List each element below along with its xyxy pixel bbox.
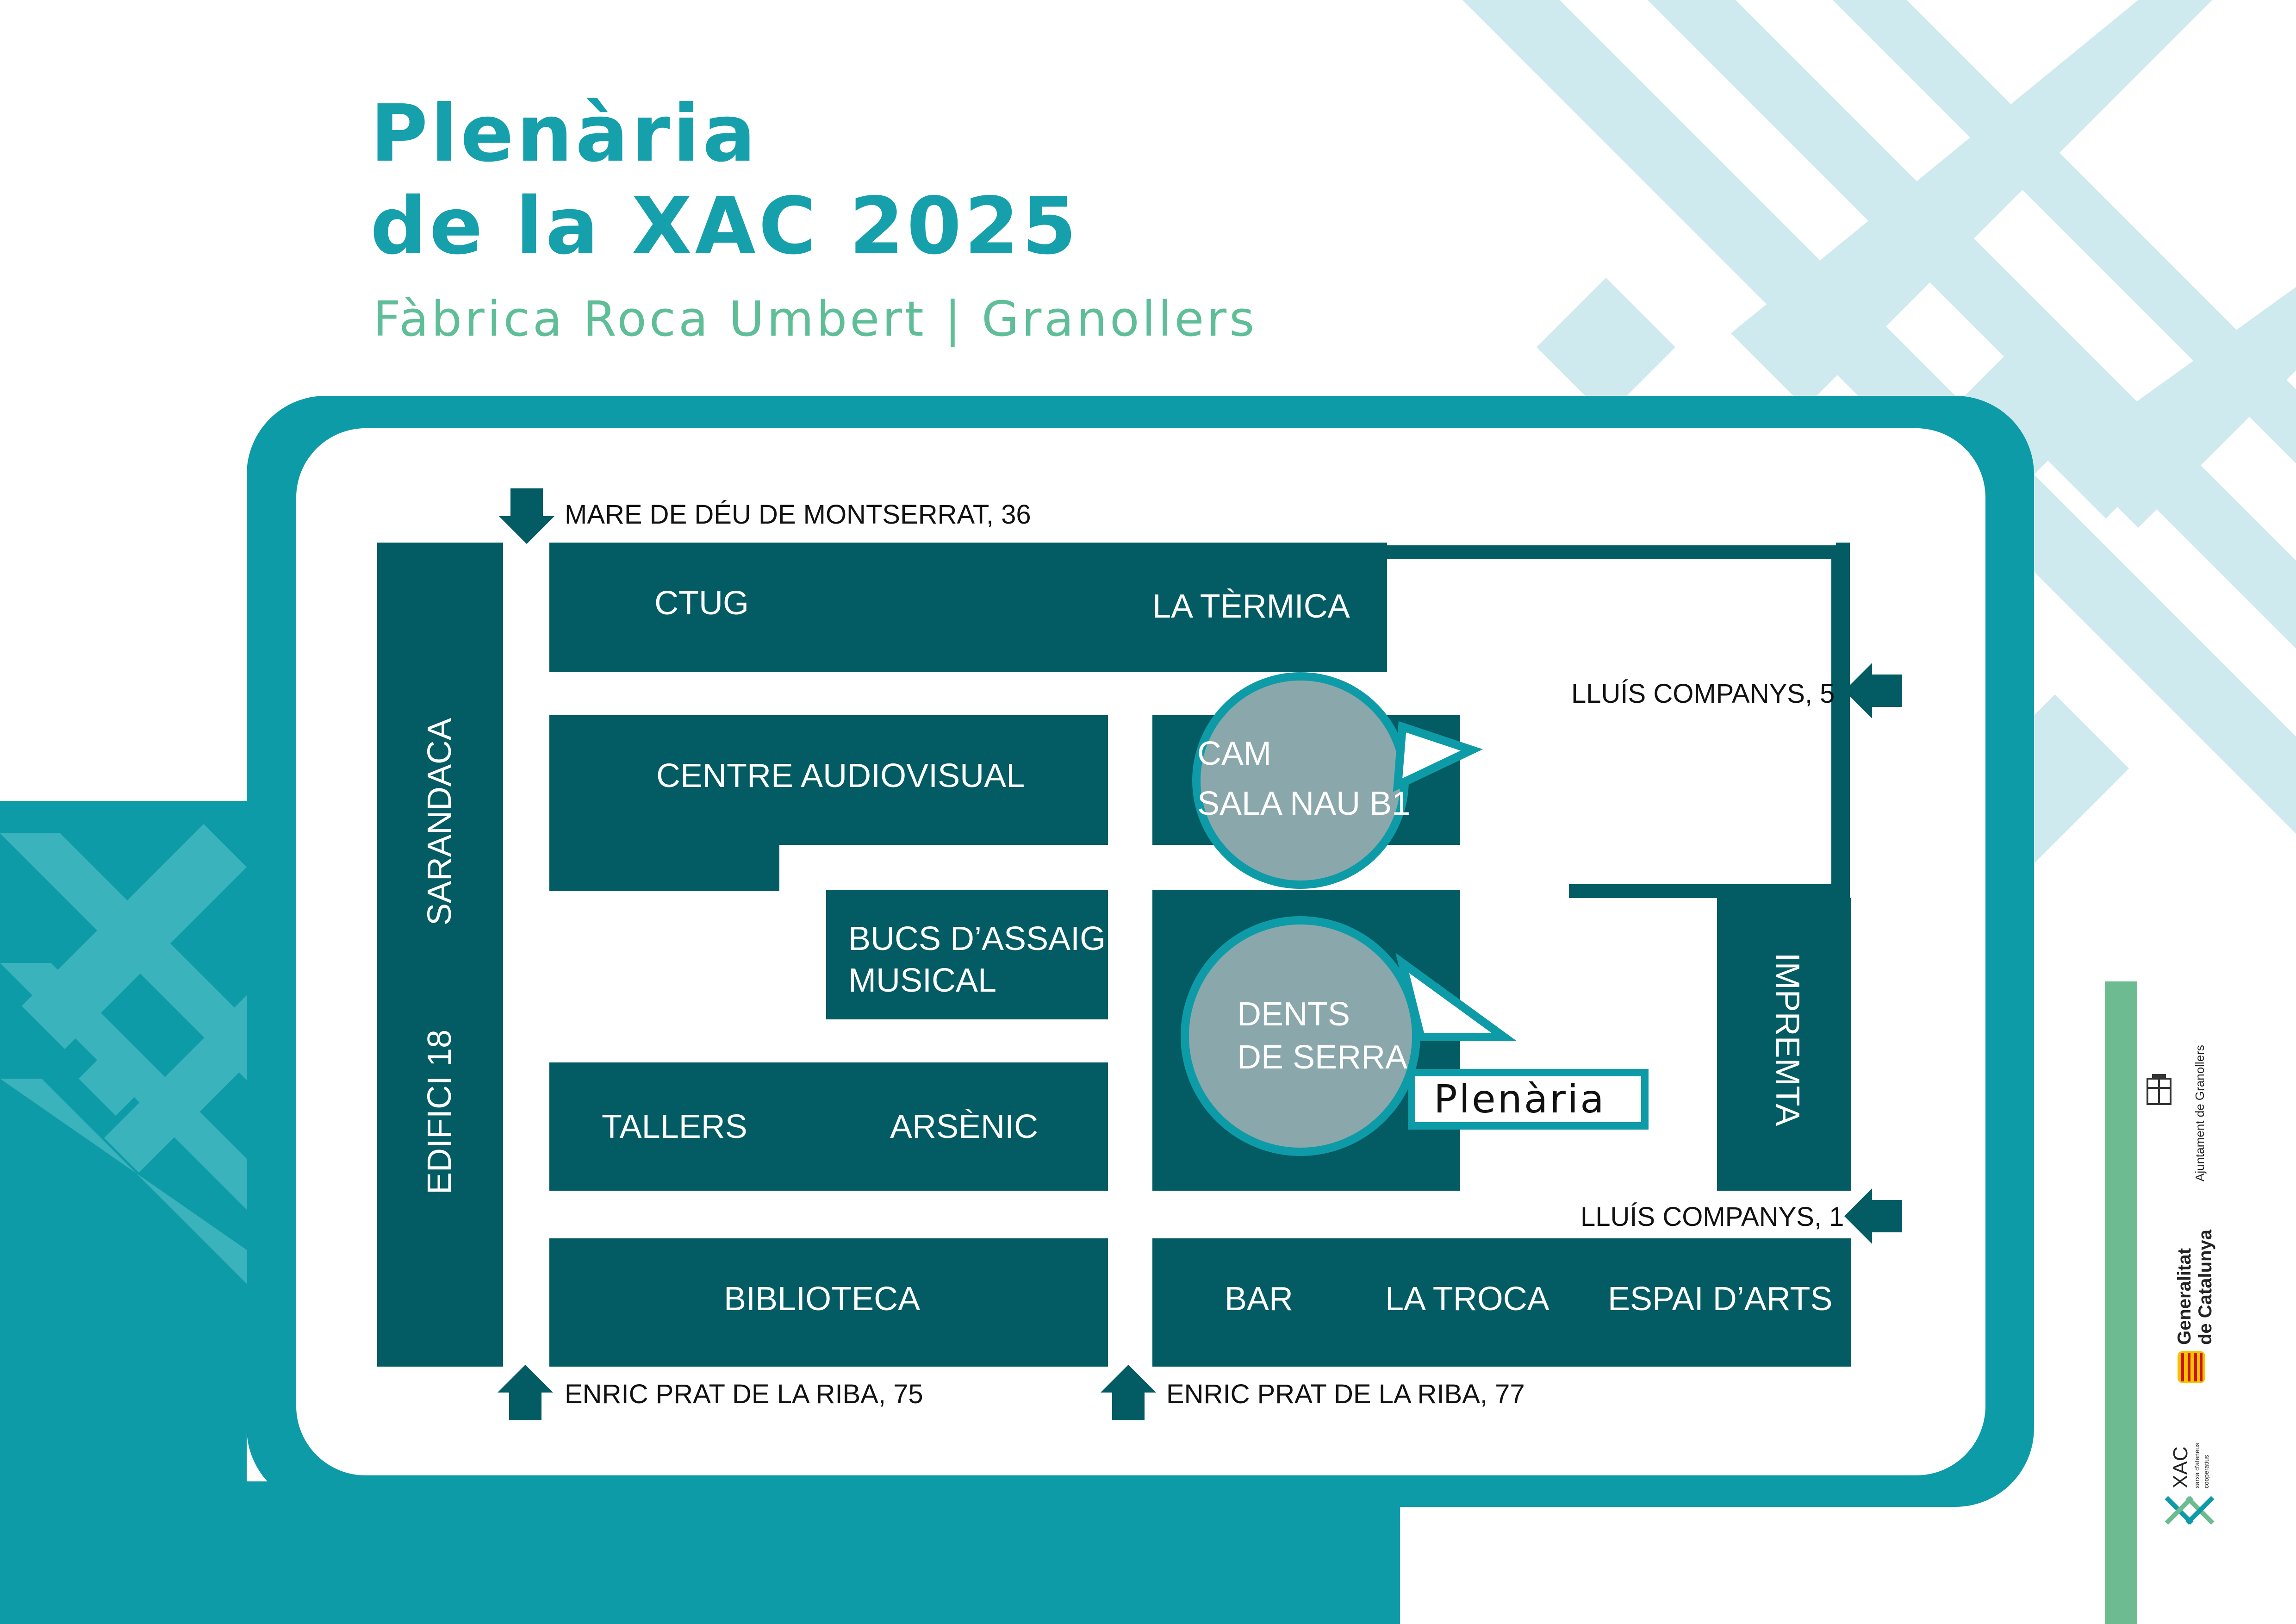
label-tallers: TALLERS: [602, 1108, 747, 1145]
dents-highlight-circle: [1181, 916, 1420, 1156]
label-bucs-assaig: BUCS D’ASSAIG: [848, 920, 1106, 957]
dents-pointer-arrow: [1395, 953, 1517, 1041]
label-la-termica: LA TÈRMICA: [1152, 588, 1350, 625]
entrance-arrow-left-icon: [1844, 1188, 1902, 1244]
cam-pointer-arrow: [1393, 721, 1483, 792]
label-la-troca: LA TROCA: [1385, 1280, 1549, 1318]
label-edifici-18: EDIFICI 18: [421, 1029, 458, 1195]
page-subtitle: Fàbrica Roca Umbert | Granollers: [373, 291, 1257, 347]
label-sala-nau-b1: SALA NAU B1: [1197, 785, 1411, 822]
building-ctug-termica: [549, 543, 1387, 672]
generalitat-flag-icon: [2178, 1351, 2205, 1383]
label-centre-audiovisual: CENTRE AUDIOVISUAL: [656, 757, 1025, 794]
cam-highlight-circle: [1192, 672, 1409, 889]
building-biblioteca: [549, 1238, 1108, 1367]
page-title-line1: Plenària: [370, 88, 759, 180]
logo-generalitat-line2: de Catalunya: [2195, 1230, 2215, 1345]
label-sarandaca: SARANDACA: [421, 718, 458, 926]
entrance-lluis-companys-5: LLUÍS COMPANYS, 5: [1571, 679, 1835, 709]
teal-pattern-decoration: [0, 824, 247, 1284]
label-biblioteca: BIBLIOTECA: [724, 1280, 921, 1318]
entrance-arrow-down-icon: [499, 488, 554, 544]
entrance-enric-prat-75: ENRIC PRAT DE LA RIBA, 75: [565, 1379, 923, 1409]
building-centre-audiovisual-annex: [549, 833, 779, 891]
entrance-lluis-companys-1: LLUÍS COMPANYS, 1: [1580, 1202, 1844, 1232]
label-de-serra: DE SERRA: [1237, 1039, 1408, 1076]
highlight-overlay: [1181, 672, 1517, 1156]
entrance-enric-prat-77: ENRIC PRAT DE LA RIBA, 77: [1166, 1379, 1525, 1409]
entrance-arrow-up-icon: [498, 1365, 553, 1420]
building-tallers-arsenic: [549, 1062, 1108, 1191]
teal-block-bottom: [247, 1481, 1400, 1624]
label-cam: CAM: [1197, 735, 1271, 772]
label-arsenic: ARSÈNIC: [890, 1108, 1039, 1145]
label-impremta: IMPREMTA: [1769, 952, 1806, 1126]
logo-xac-sub1: xarxa d'ateneus: [2193, 1443, 2201, 1488]
entrance-mare-de-deu: MARE DE DÉU DE MONTSERRAT, 36: [565, 500, 1031, 530]
page-title-line2: de la XAC 2025: [370, 181, 1080, 272]
label-musical: MUSICAL: [848, 962, 997, 999]
label-ctug: CTUG: [654, 585, 749, 622]
entrance-arrow-left-icon: [1844, 663, 1902, 718]
building-impremta: [1717, 898, 1851, 1191]
building-centre-audiovisual: [549, 715, 1108, 845]
logo-xac-sub2: cooperatius: [2203, 1455, 2210, 1488]
plenaria-label-box: [1408, 1069, 1649, 1130]
building-bucs-assaig: [826, 890, 1108, 1019]
plenaria-label: Plenària: [1434, 1076, 1606, 1122]
label-dents: DENTS: [1237, 996, 1350, 1033]
logo-generalitat-line1: Generalitat: [2174, 1248, 2195, 1345]
label-espai-arts: ESPAI D’ARTS: [1608, 1280, 1833, 1318]
logo-ajuntament-granollers: Ajuntament de Granollers: [2193, 1045, 2207, 1181]
building-bar-troca-espai: [1152, 1238, 1851, 1367]
entrance-arrow-up-icon: [1101, 1365, 1156, 1420]
logo-xac-name: XAC: [2169, 1446, 2192, 1488]
ajuntament-shield-icon: [2147, 1074, 2172, 1105]
building-sarandaca-edifici18: [377, 543, 503, 1367]
logo-sidebar-bar: [2105, 981, 2137, 1624]
label-bar: BAR: [1225, 1280, 1294, 1318]
xac-logo-icon: [2165, 1496, 2215, 1525]
